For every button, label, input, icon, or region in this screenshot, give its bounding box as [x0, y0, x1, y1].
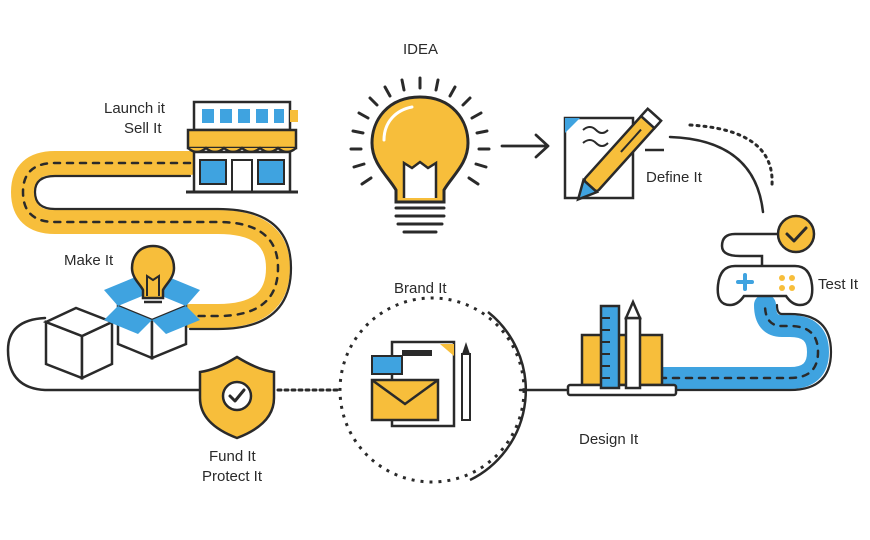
box-flap-side [152, 306, 200, 334]
label-test: Test It [818, 276, 859, 293]
pencil-tip [624, 298, 642, 320]
ruler-pencil-laptop-icon [566, 298, 678, 397]
store-sign-tab [290, 110, 298, 122]
gamepad-button [779, 285, 785, 291]
arc-define-test-dots [688, 123, 774, 187]
label-fund: Fund It [209, 448, 256, 465]
storefront-icon [186, 100, 298, 194]
gamepad-dpad [736, 273, 754, 291]
laptop-screen [580, 333, 664, 387]
box-bulb-filament [146, 274, 160, 296]
lightbulb-icon [349, 76, 491, 234]
blue-road [649, 294, 829, 389]
arrow-idea-define [500, 133, 550, 159]
store-door [231, 159, 253, 193]
brand-arc [469, 311, 528, 482]
label-brand: Brand It [394, 280, 447, 297]
shield-badge [221, 380, 253, 412]
label-make: Make It [64, 252, 114, 269]
store-awning [186, 128, 298, 150]
road-path [6, 123, 833, 392]
bulb-rays [349, 76, 491, 186]
yellow-road-edge [33, 174, 293, 331]
letterhead-fold [440, 344, 454, 356]
document-corner [565, 118, 580, 133]
boxes-bulb-icon [42, 244, 200, 380]
gamepad-button [779, 275, 785, 281]
shield-check-icon [198, 355, 276, 440]
bulb-filament [402, 160, 438, 198]
gamepad-body [716, 264, 814, 307]
label-sell: Sell It [124, 120, 162, 137]
label-protect: Protect It [202, 468, 263, 485]
blue-road-edge [658, 303, 833, 392]
shield-check-mark [228, 388, 246, 403]
pen-document-icon [563, 106, 664, 202]
label-idea: IDEA [403, 41, 439, 58]
check-badge [776, 214, 816, 254]
gamepad-button [789, 285, 795, 291]
box-flap-front [104, 306, 152, 334]
label-design: Design It [579, 431, 639, 448]
document-scribble [582, 126, 609, 147]
check-mark [785, 226, 808, 243]
bulb-highlight [382, 105, 414, 142]
pen [576, 106, 663, 202]
pencil-body [624, 316, 642, 390]
brand-dotted-ring [338, 296, 526, 484]
brand-pencil-tip [462, 342, 470, 354]
gamepad-button [789, 275, 795, 281]
bulb-glass [370, 95, 470, 204]
brand-pencil [461, 353, 471, 421]
bulb-base [394, 206, 446, 234]
store-windows-top [202, 109, 284, 123]
letterhead-line [402, 350, 432, 356]
store-window-right [257, 159, 285, 185]
box-bulb [130, 244, 176, 300]
laptop-base [566, 383, 678, 397]
label-launch: Launch it [104, 100, 165, 117]
store-window-left [199, 159, 227, 185]
gamepad-cord [720, 232, 778, 266]
envelope-stationery-icon [338, 296, 528, 484]
label-define: Define It [646, 169, 702, 186]
blue-road-dashes [658, 303, 820, 380]
business-card [371, 355, 403, 375]
black-line-left [6, 316, 202, 392]
ruler [599, 304, 621, 390]
ruler-ticks [601, 317, 610, 379]
arc-define-test [668, 135, 765, 214]
envelope-flap [371, 378, 439, 406]
gamepad-check-icon [716, 214, 816, 307]
yellow-road-dashes [21, 161, 280, 318]
